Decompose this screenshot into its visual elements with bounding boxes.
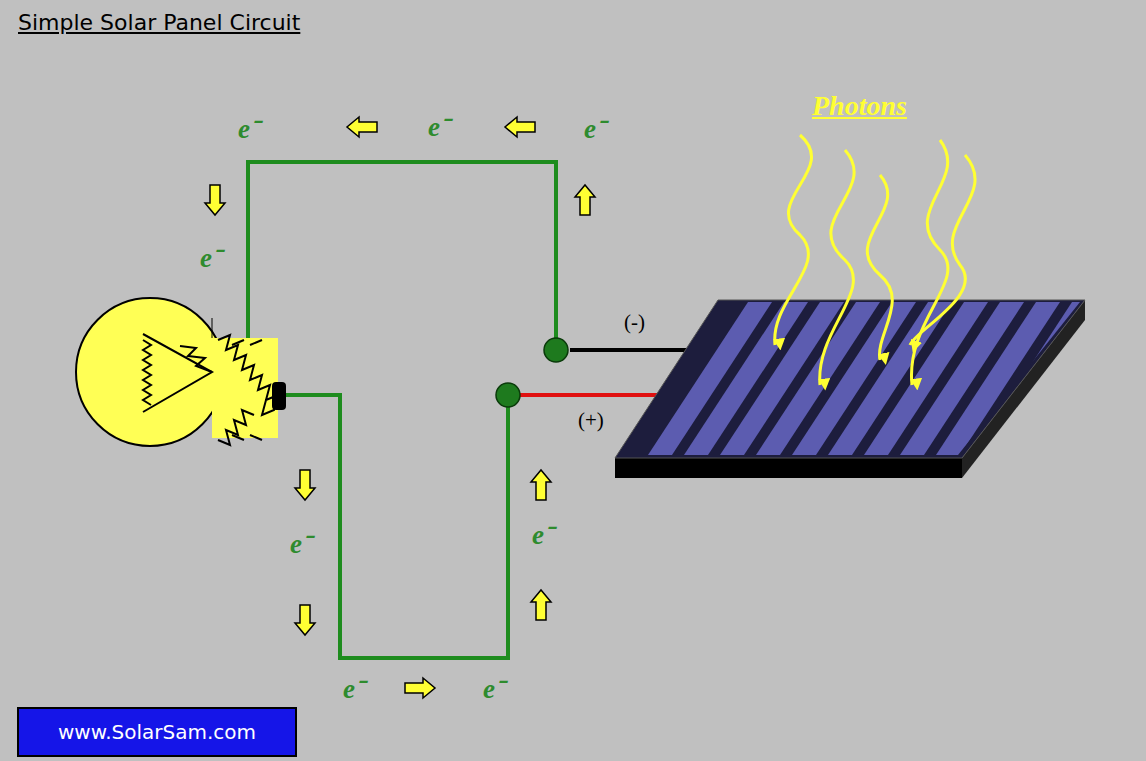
light-bulb bbox=[76, 298, 286, 446]
diagram-title: Simple Solar Panel Circuit bbox=[18, 12, 300, 34]
polarity-label: (-) bbox=[624, 312, 645, 333]
photon-ray bbox=[775, 135, 975, 385]
electron-label: e⁻ bbox=[290, 531, 311, 558]
electron-label: e⁻ bbox=[343, 676, 364, 703]
solar-panel bbox=[615, 300, 1096, 478]
electron-label: e⁻ bbox=[238, 116, 259, 143]
terminal bbox=[544, 338, 568, 362]
electron-label: e⁻ bbox=[532, 522, 553, 549]
terminal bbox=[496, 383, 520, 407]
photons-label: Photons bbox=[812, 92, 907, 120]
polarity-label: (+) bbox=[578, 410, 604, 431]
current-arrow bbox=[205, 117, 595, 698]
wire bbox=[248, 162, 556, 658]
electron-label: e⁻ bbox=[428, 114, 449, 141]
electron-label: e⁻ bbox=[584, 116, 605, 143]
electron-label: e⁻ bbox=[483, 676, 504, 703]
website-text: www.SolarSam.com bbox=[58, 720, 256, 744]
website-banner: www.SolarSam.com bbox=[17, 707, 297, 757]
electron-label: e⁻ bbox=[200, 245, 221, 272]
